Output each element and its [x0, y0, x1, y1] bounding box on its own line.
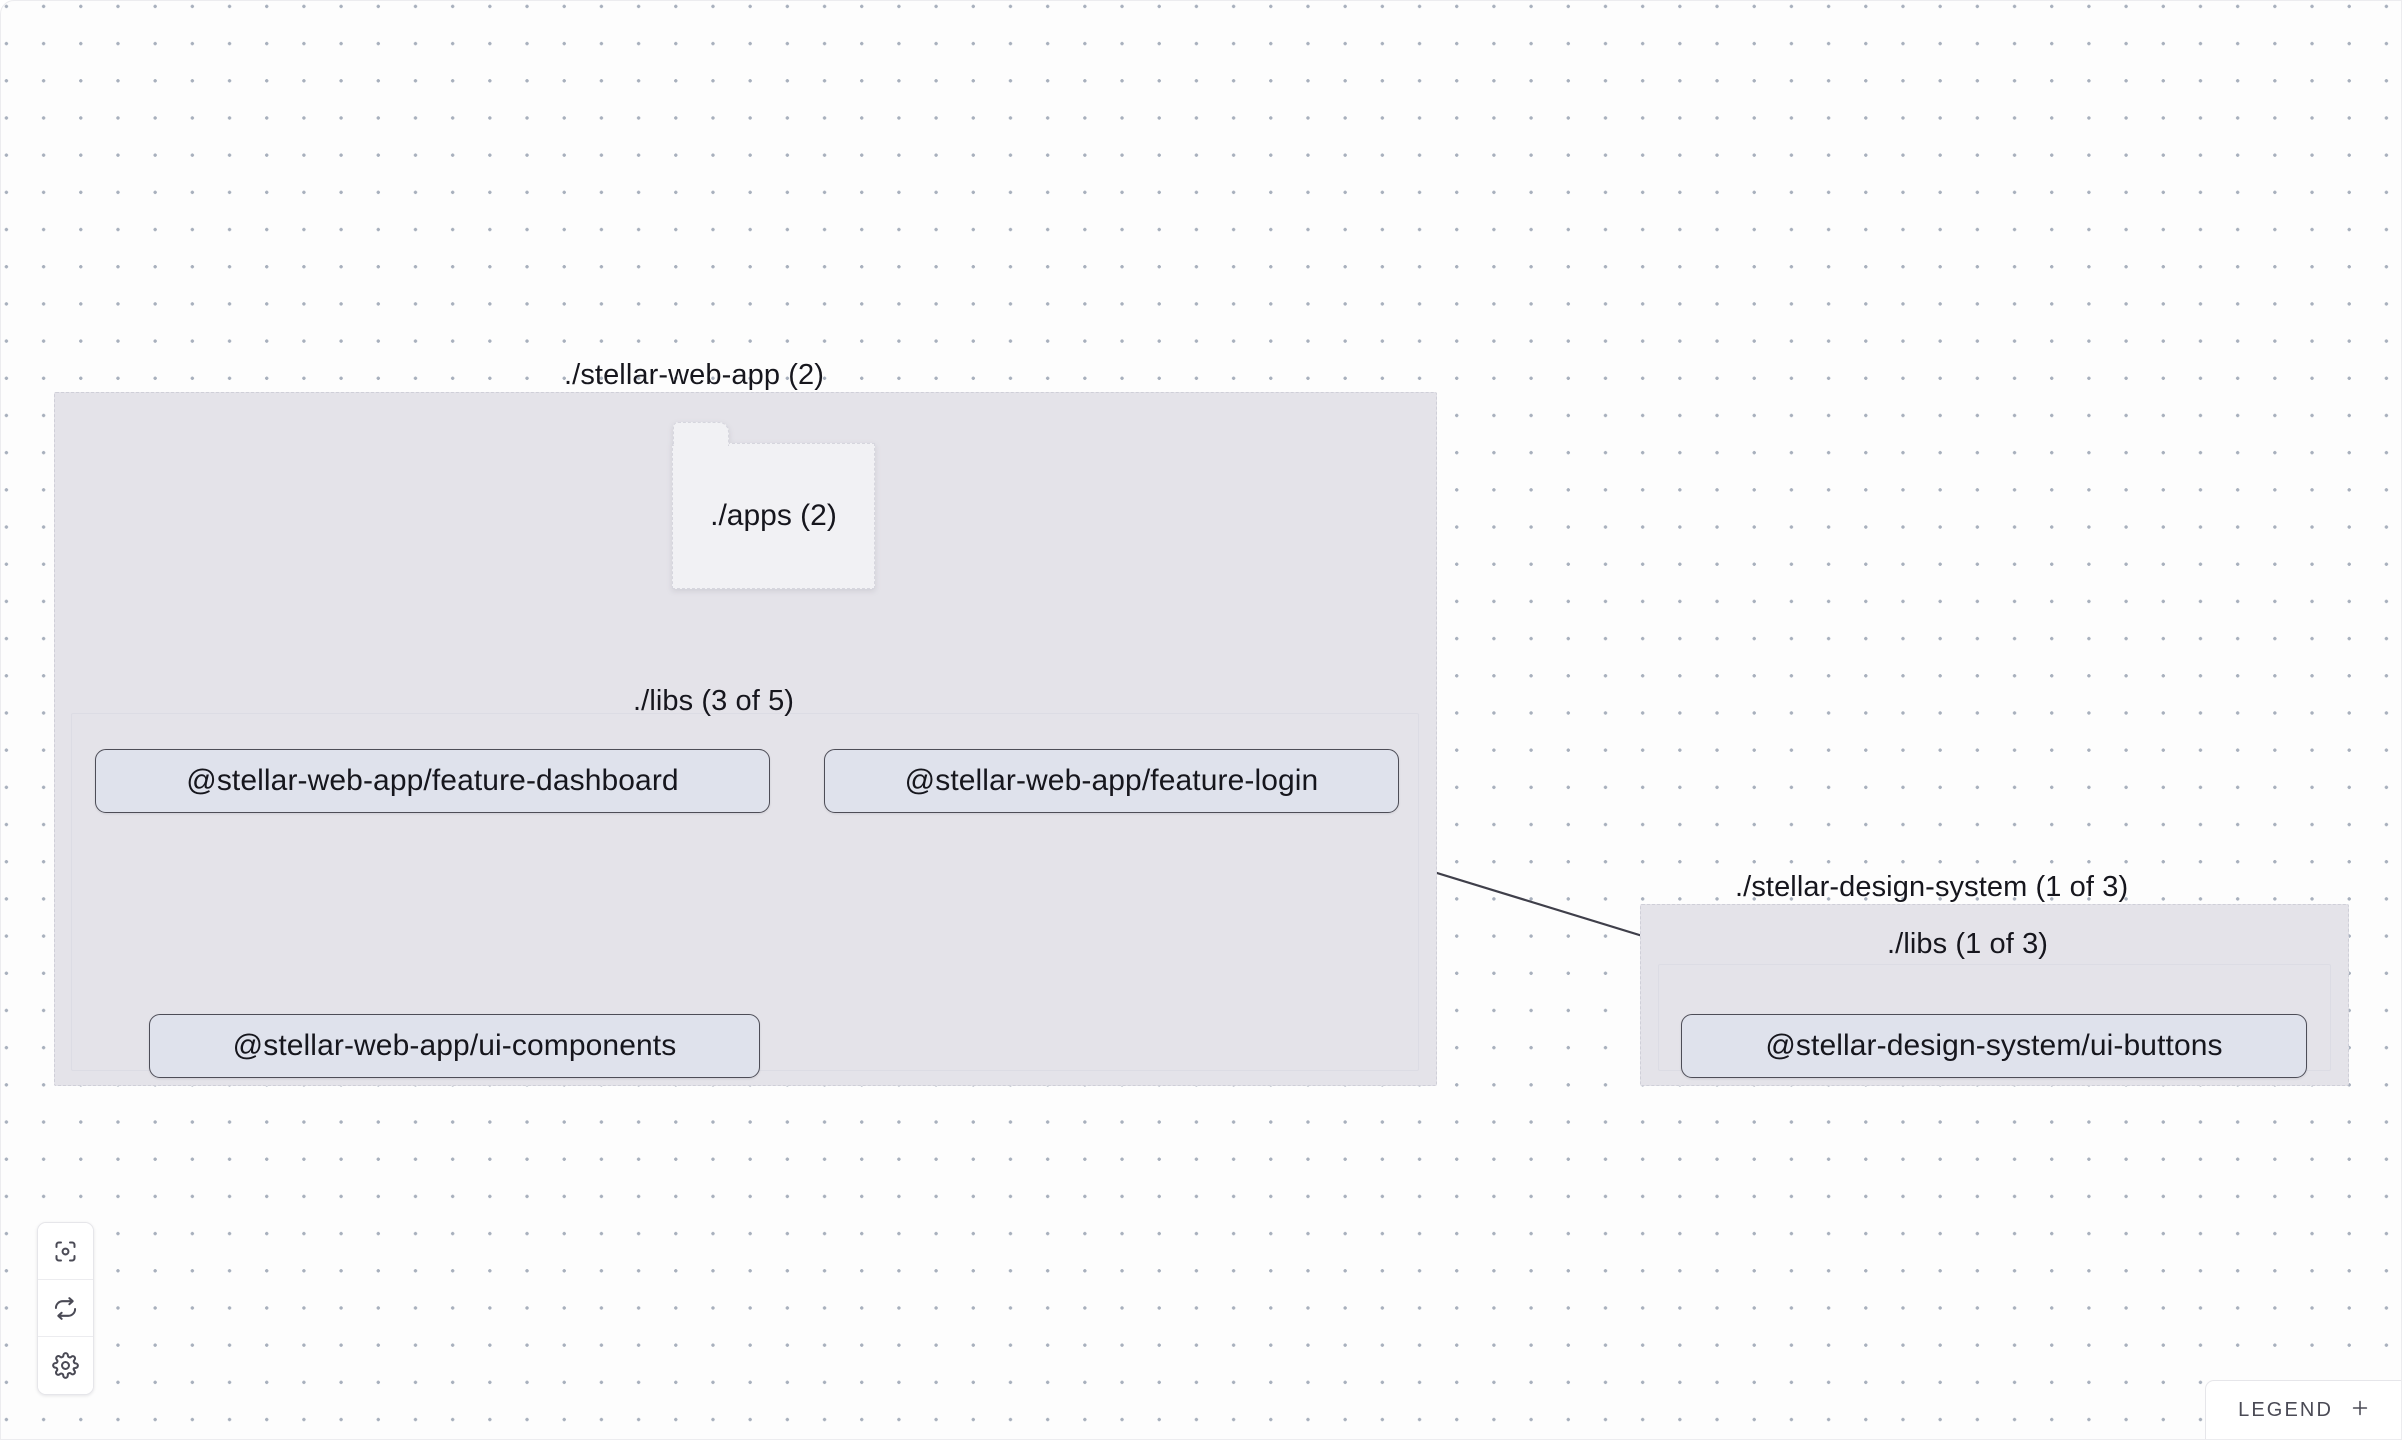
- node-label-feature-dashboard: @stellar-web-app/feature-dashboard: [186, 764, 679, 797]
- focus-graph-button[interactable]: [38, 1223, 93, 1280]
- legend-toggle-button[interactable]: LEGEND: [2205, 1380, 2401, 1439]
- node-feature-login[interactable]: @stellar-web-app/feature-login: [824, 749, 1399, 813]
- subcluster-label-design-system-libs: ./libs (1 of 3): [1887, 928, 2049, 960]
- focus-graph-icon: [52, 1238, 79, 1265]
- legend-label: LEGEND: [2238, 1398, 2333, 1421]
- subcluster-label-web-app-libs: ./libs (3 of 5): [633, 685, 795, 717]
- folder-node-apps[interactable]: ./apps (2): [672, 422, 875, 589]
- node-feature-dashboard[interactable]: @stellar-web-app/feature-dashboard: [95, 749, 770, 813]
- folder-label-apps: ./apps (2): [710, 499, 837, 532]
- node-ui-components[interactable]: @stellar-web-app/ui-components: [149, 1014, 760, 1078]
- settings-button[interactable]: [38, 1337, 93, 1394]
- node-label-feature-login: @stellar-web-app/feature-login: [904, 764, 1319, 797]
- refresh-button[interactable]: [38, 1280, 93, 1337]
- folder-body: ./apps (2): [673, 444, 874, 588]
- gear-icon: [52, 1352, 79, 1379]
- cluster-label-stellar-web-app: ./stellar-web-app (2): [564, 359, 824, 391]
- canvas-controls: [37, 1222, 94, 1395]
- node-ui-buttons[interactable]: @stellar-design-system/ui-buttons: [1681, 1014, 2307, 1078]
- plus-icon: [2349, 1397, 2371, 1424]
- refresh-icon: [52, 1295, 79, 1322]
- node-label-ui-components: @stellar-web-app/ui-components: [232, 1029, 677, 1062]
- cluster-label-stellar-design-system: ./stellar-design-system (1 of 3): [1735, 871, 2129, 903]
- node-label-ui-buttons: @stellar-design-system/ui-buttons: [1765, 1029, 2223, 1062]
- folder-tab: [673, 422, 729, 446]
